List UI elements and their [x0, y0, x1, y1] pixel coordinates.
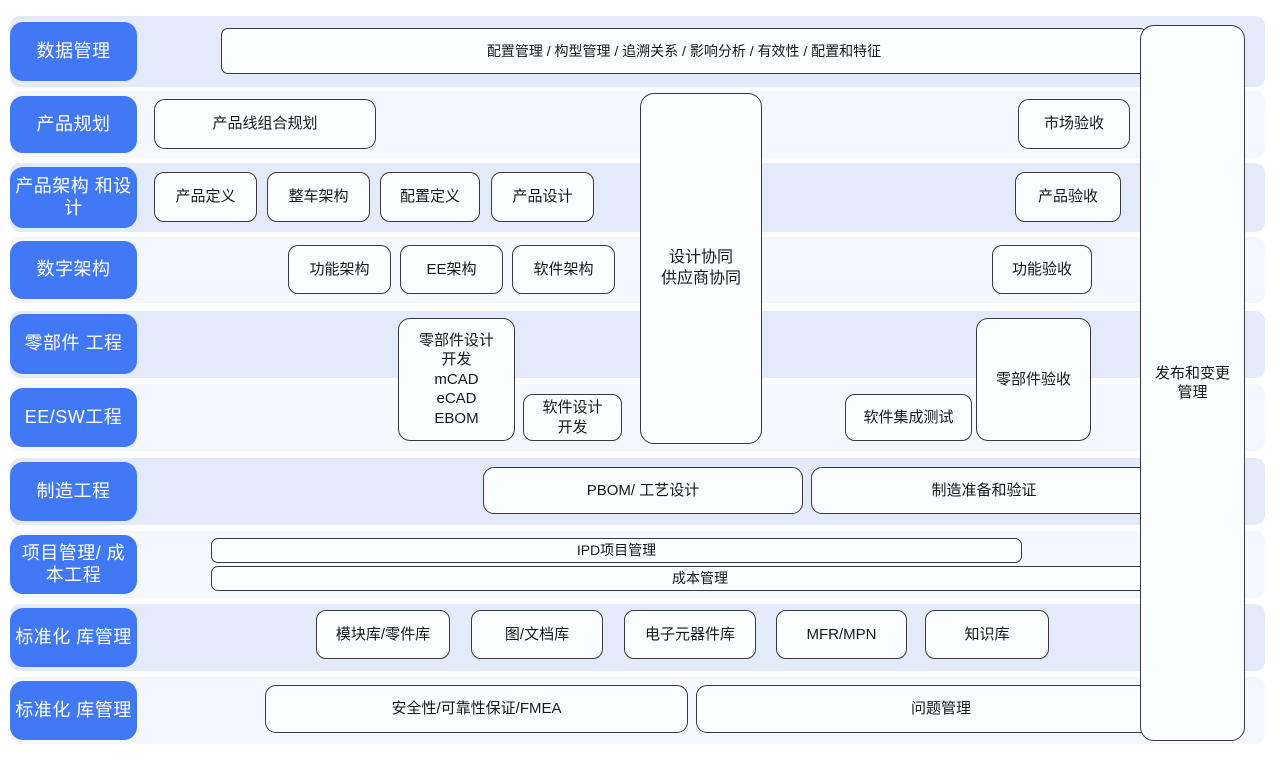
- lane-label-text: 标准化 库管理: [15, 699, 132, 720]
- lane-label-text: 零部件 工程: [24, 333, 123, 354]
- lane-label-project-cost[interactable]: 项目管理/ 成本工程: [10, 535, 137, 594]
- lane-label-digital-architecture[interactable]: 数字架构: [10, 241, 137, 299]
- lane-label-text: 产品规划: [36, 113, 111, 134]
- node-pbom-process-design[interactable]: PBOM/ 工艺设计: [483, 467, 803, 514]
- node-design-collaboration[interactable]: 设计协同 供应商协同: [640, 93, 762, 444]
- node-ee-architecture[interactable]: EE架构: [400, 245, 503, 294]
- node-software-architecture[interactable]: 软件架构: [512, 245, 615, 294]
- node-part-design-development[interactable]: 零部件设计 开发 mCAD eCAD EBOM: [398, 318, 515, 441]
- lane-label-text: EE/SW工程: [24, 406, 123, 427]
- lane-label-manufacturing[interactable]: 制造工程: [10, 462, 137, 521]
- node-product-line-planning[interactable]: 产品线组合规划: [154, 99, 376, 149]
- lane-label-text: 项目管理/ 成本工程: [21, 542, 126, 585]
- node-cost-management[interactable]: 成本管理: [211, 566, 1189, 591]
- node-knowledge-library[interactable]: 知识库: [925, 610, 1049, 659]
- node-manufacturing-prep-validation[interactable]: 制造准备和验证: [811, 467, 1157, 514]
- node-functional-acceptance[interactable]: 功能验收: [992, 245, 1092, 294]
- node-product-acceptance[interactable]: 产品验收: [1015, 172, 1121, 222]
- lane-label-standard-library-1[interactable]: 标准化 库管理: [10, 608, 137, 667]
- lane-label-text: 制造工程: [36, 480, 111, 501]
- node-ipd-project-management[interactable]: IPD项目管理: [211, 538, 1022, 563]
- lane-label-text: 数据管理: [36, 40, 111, 61]
- node-drawing-document-library[interactable]: 图/文档库: [471, 610, 603, 659]
- lane-label-text: 产品架构 和设计: [15, 175, 132, 218]
- lane-label-product-architecture[interactable]: 产品架构 和设计: [10, 167, 137, 228]
- node-vehicle-architecture[interactable]: 整车架构: [267, 172, 370, 222]
- node-configuration-definition[interactable]: 配置定义: [380, 172, 480, 222]
- node-product-definition[interactable]: 产品定义: [154, 172, 257, 222]
- node-safety-reliability-fmea[interactable]: 安全性/可靠性保证/FMEA: [265, 685, 688, 733]
- node-product-design[interactable]: 产品设计: [491, 172, 594, 222]
- lane-label-text: 标准化 库管理: [15, 626, 132, 647]
- node-software-design-development[interactable]: 软件设计 开发: [523, 394, 622, 441]
- lane-label-part-engineering[interactable]: 零部件 工程: [10, 314, 137, 374]
- node-part-acceptance[interactable]: 零部件验收: [976, 318, 1091, 441]
- node-module-part-library[interactable]: 模块库/零件库: [316, 610, 450, 659]
- lane-label-text: 数字架构: [36, 259, 111, 280]
- node-release-change-management[interactable]: 发布和变更 管理: [1140, 25, 1245, 741]
- node-market-acceptance[interactable]: 市场验收: [1018, 99, 1130, 149]
- node-data-management-bar[interactable]: 配置管理 / 构型管理 / 追溯关系 / 影响分析 / 有效性 / 配置和特征: [221, 28, 1147, 74]
- lane-label-data-management[interactable]: 数据管理: [10, 22, 137, 81]
- lane-label-ee-sw-engineering[interactable]: EE/SW工程: [10, 388, 137, 447]
- lane-label-product-planning[interactable]: 产品规划: [10, 96, 137, 153]
- node-electronic-component-library[interactable]: 电子元器件库: [624, 610, 756, 659]
- lane-label-standard-library-2[interactable]: 标准化 库管理: [10, 681, 137, 740]
- node-mfr-mpn[interactable]: MFR/MPN: [776, 610, 907, 659]
- node-software-integration-test[interactable]: 软件集成测试: [845, 394, 972, 441]
- node-functional-architecture[interactable]: 功能架构: [288, 245, 391, 294]
- node-issue-management[interactable]: 问题管理: [696, 685, 1186, 733]
